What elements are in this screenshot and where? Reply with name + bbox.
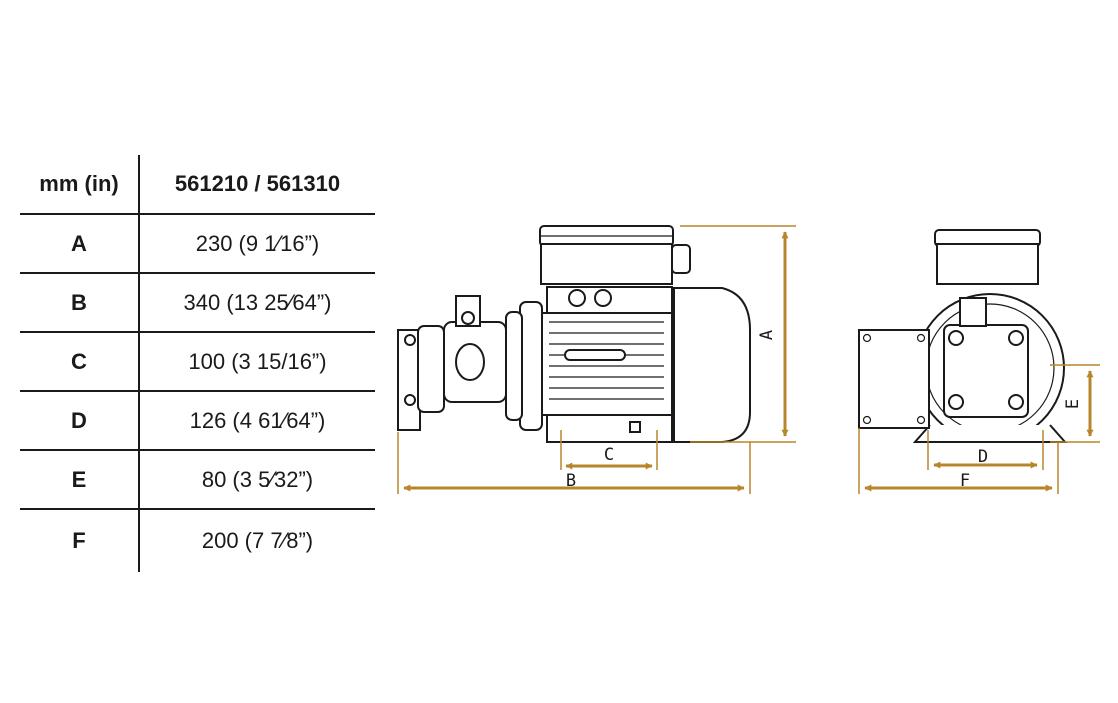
table-row: B 340 (13 25⁄64”) [20,274,375,333]
row-value: 230 (9 1⁄16”) [195,230,320,256]
bolt-icon [1008,330,1024,346]
dimension-a-label: A [757,330,777,340]
row-value: 126 (4 61⁄64”) [189,407,326,433]
header-unit-cell: mm (in) [20,155,140,213]
flange-side [505,301,543,431]
dimensions-table: mm (in) 561210 / 561310 A 230 (9 1⁄16”) … [20,155,375,572]
row-key: F [20,510,140,572]
front-view: E D F [858,229,1100,494]
dimension-f-label: F [960,471,970,491]
header-model-cell: 561210 / 561310 [174,171,341,196]
bolt-icon [1008,394,1024,410]
table-row: A 230 (9 1⁄16”) [20,215,375,274]
row-value: 100 (3 15/16”) [188,348,327,374]
dimension-e-label: E [1063,399,1083,409]
row-key: D [20,392,140,449]
row-key: E [20,451,140,508]
dimension-c-label: C [604,445,614,465]
row-key: B [20,274,140,331]
pump-head-side [397,295,507,431]
terminal-box-front [934,229,1041,285]
terminal-box-side [539,225,691,285]
row-value: 200 (7 7⁄8”) [201,528,314,553]
base-foot-front [912,424,1068,443]
screw-icon [594,289,612,307]
row-key: A [20,215,140,272]
dimension-d-label: D [978,447,988,467]
table-row: F 200 (7 7⁄8”) [20,510,375,572]
dimension-b-label: B [566,471,576,491]
row-key: C [20,333,140,390]
row-value: 80 (3 5⁄32”) [201,466,314,492]
motor-body-side [540,286,673,443]
table-row: E 80 (3 5⁄32”) [20,451,375,510]
row-value: 340 (13 25⁄64”) [183,289,332,315]
table-row: D 126 (4 61⁄64”) [20,392,375,451]
bolt-icon [948,394,964,410]
screw-icon [568,289,586,307]
fan-cover-side [673,287,751,443]
table-row: C 100 (3 15/16”) [20,333,375,392]
side-box-front [858,329,930,429]
table-header-row: mm (in) 561210 / 561310 [20,155,375,215]
bolt-icon [948,330,964,346]
side-view: A C B [397,225,796,494]
